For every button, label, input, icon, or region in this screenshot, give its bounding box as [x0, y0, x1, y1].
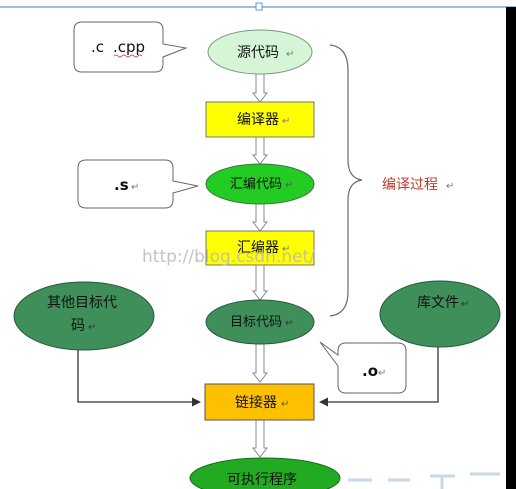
node-object-code [205, 299, 315, 345]
node-linker-label: 链接器 [235, 394, 277, 411]
node-compiler-label: 编译器 [237, 112, 279, 128]
svg-text:↵: ↵ [378, 368, 386, 379]
svg-text:↵: ↵ [446, 181, 454, 192]
compile-process-brace [329, 44, 363, 317]
connector-other-objects-to-linker [77, 348, 201, 407]
callout-o-text: .o [362, 362, 378, 380]
flow-arrows [251, 73, 269, 458]
spellcheck-underline [113, 54, 143, 58]
node-source-code [207, 29, 313, 75]
node-assembler [205, 230, 315, 266]
connector-library-to-linker [319, 345, 439, 407]
svg-text:↵: ↵ [285, 318, 293, 329]
svg-text:↵: ↵ [282, 116, 290, 127]
node-other-object-code-line1: 其他目标代 [47, 295, 117, 311]
callout-assembly-ext [77, 159, 199, 209]
svg-text:↵: ↵ [461, 299, 469, 310]
svg-text:↵: ↵ [88, 322, 96, 333]
svg-text:↵: ↵ [285, 180, 293, 191]
arrow-object-to-linker [251, 342, 269, 383]
svg-text:↵: ↵ [282, 244, 290, 255]
node-assembly-code-label: 汇编代码 [230, 177, 282, 192]
node-linker [204, 383, 315, 421]
node-library-files [379, 280, 501, 348]
svg-text:↵: ↵ [131, 182, 139, 193]
node-other-object-code-line2: 码 [71, 318, 85, 334]
node-assembler-label: 汇编器 [237, 240, 279, 256]
callout-cpp-text: .cpp [113, 38, 145, 56]
node-compiler [205, 101, 315, 138]
arrow-assembler-to-object [251, 264, 269, 301]
node-executable [189, 457, 341, 489]
node-source-code-label: 源代码 [237, 45, 279, 61]
svg-text:↵: ↵ [286, 49, 294, 60]
node-object-code-label: 目标代码 [230, 315, 282, 330]
svg-text:↵: ↵ [281, 399, 289, 410]
node-other-object-code [13, 281, 155, 351]
arrow-assembly-to-assembler [251, 202, 269, 232]
arrow-source-to-compiler [251, 73, 269, 103]
callout-object-ext [319, 341, 407, 394]
node-assembly-code [205, 163, 315, 205]
watermark-text: http://blog.csdn.net/ [142, 247, 315, 267]
callout-source-ext [73, 21, 188, 73]
callout-s-text: .s [114, 176, 129, 194]
bottom-right-watermark-fragments [348, 472, 500, 489]
callout-c-text: .c [91, 38, 104, 56]
node-library-files-label: 库文件 [417, 295, 459, 311]
right-edge-bar [506, 7, 516, 489]
compile-process-label: 编译过程 [382, 177, 438, 193]
top-ruler-handle [255, 2, 263, 11]
arrow-compiler-to-assembly [251, 136, 269, 165]
node-executable-label: 可执行程序 [227, 472, 297, 488]
arrow-linker-to-executable [251, 419, 269, 458]
